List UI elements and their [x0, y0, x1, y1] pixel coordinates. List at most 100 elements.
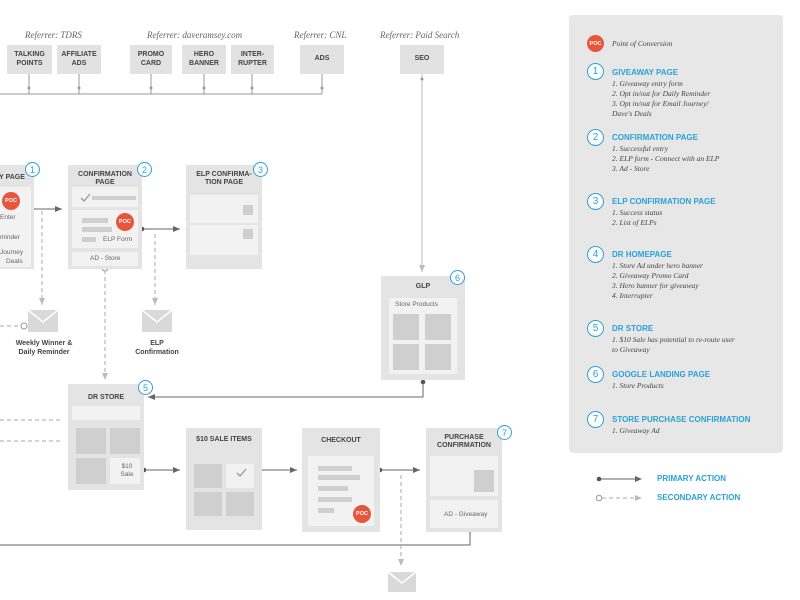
dr-store-title: DR STORE: [87, 394, 125, 401]
checkout-field-3: [318, 486, 348, 491]
confirmation-page-title: CONFIRMATION PAGE: [78, 171, 132, 187]
dr-store-sale-pane: [110, 458, 140, 484]
source-seo: SEO: [400, 45, 444, 74]
primary-action-key-line: [596, 476, 642, 482]
confirmation-success-bar: [92, 196, 136, 200]
checkout-field-1: [318, 466, 352, 471]
referrer-tdrs: Referrer: TDRS: [25, 30, 82, 40]
weekly-winner-email-label: Weekly Winner & Daily Reminder: [15, 340, 73, 356]
legend-head-4: DR HOMEPAGE: [612, 250, 672, 259]
sale-items-card: $10 SALE ITEMS: [186, 428, 262, 530]
sale-item-3: [194, 492, 222, 516]
dr-store-item-3: [76, 458, 106, 484]
confirmation-step-number: 2: [137, 162, 152, 177]
giveaway-row-2: minder: [0, 234, 20, 241]
checkout-title: CHECKOUT: [321, 437, 361, 444]
glp-product-4: [425, 344, 451, 370]
sale-items-title: $10 SALE ITEMS: [196, 436, 252, 443]
legend-item: 1. $10 Sale has potential to re-route us…: [612, 335, 735, 344]
giveaway-row-4: Deals: [6, 258, 23, 265]
sale-item-check-icon: [236, 468, 247, 477]
checkout-poc-badge: POC: [353, 505, 371, 523]
legend-head-7: STORE PURCHASE CONFIRMATION: [612, 415, 751, 424]
elp-status-thumb: [243, 205, 253, 215]
legend-panel: POC Point of Conversion 1 GIVEAWAY PAGE …: [569, 15, 783, 453]
dr-store-item-1: [76, 428, 106, 454]
legend-item: 4. Interrupter: [612, 291, 653, 300]
source-talking-points: TALKING POINTS: [7, 45, 52, 74]
primary-action-key-label: PRIMARY ACTION: [657, 474, 727, 483]
legend-item: 3. Ad - Store: [612, 164, 650, 173]
legend-head-6: GOOGLE LANDING PAGE: [612, 370, 711, 379]
dr-store-card: DR STORE: [68, 384, 144, 490]
sale-item-4: [226, 492, 254, 516]
glp-product-1: [393, 314, 419, 340]
giveaway-row-3: Journey: [0, 249, 24, 256]
source-ads: ADS: [300, 45, 344, 74]
legend-item: 3. Opt in/out for Email Journey/: [612, 99, 709, 108]
dr-store-step-number: 5: [138, 380, 153, 395]
elp-confirmation-card: ELP CONFIRMA-TION PAGE: [186, 165, 262, 269]
legend-item: 1. Giveaway entry form: [612, 79, 683, 88]
source-promo-card: PROMO CARD: [130, 45, 172, 74]
giveaway-step-number: 1: [25, 162, 40, 177]
legend-item: 1. Successful entry: [612, 144, 669, 153]
legend-poc-text: Point of Conversion: [612, 39, 673, 48]
elp-confirmation-step-number: 3: [253, 162, 268, 177]
source-hero-banner: HERO BANNER: [182, 45, 226, 74]
elp-list-thumb: [243, 229, 253, 239]
legend-item: 2. List of ELPs: [612, 218, 657, 227]
legend-item: 2. Opt in/out for Daily Reminder: [612, 89, 711, 98]
legend-poc-badge: POC: [587, 35, 604, 52]
legend-number-3: 3: [587, 193, 604, 210]
elp-form-field-1: [82, 218, 108, 223]
giveaway-page-title: Y PAGE: [0, 174, 25, 181]
legend-item: 2. Giveaway Promo Card: [612, 271, 689, 280]
ad-store-pane: [72, 252, 138, 266]
legend-number-7: 7: [587, 411, 604, 428]
legend-head-2: CONFIRMATION PAGE: [612, 133, 698, 142]
confirmation-poc-badge: POC: [116, 213, 134, 231]
elp-form-label: ELP Form: [103, 236, 133, 243]
dr-store-sale-label: $10 Sale: [120, 463, 134, 479]
glp-step-number: 6: [450, 270, 465, 285]
legend-number-4: 4: [587, 246, 604, 263]
secondary-action-key-label: SECONDARY ACTION: [657, 493, 741, 502]
secondary-action-key-line: [595, 494, 642, 502]
elp-form-field-3: [82, 237, 96, 242]
checkout-field-5: [318, 508, 334, 513]
legend-item: 3. Hero banner for giveaway: [612, 281, 699, 290]
legend-number-2: 2: [587, 129, 604, 146]
giveaway-poc-badge: POC: [2, 192, 20, 210]
legend-number-1: 1: [587, 63, 604, 80]
legend-item: 1. Success status: [612, 208, 663, 217]
legend-item: 1. Store Ad under hero banner: [612, 261, 703, 270]
purchase-success-thumb: [474, 470, 494, 492]
elp-confirmation-email-label: ELP Confirmation: [135, 340, 179, 356]
legend-number-5: 5: [587, 320, 604, 337]
source-affiliate-ads: AFFILIATE ADS: [57, 45, 101, 74]
dr-store-item-2: [110, 428, 140, 454]
checkout-field-2: [318, 475, 360, 480]
elp-confirmation-email-icon: [142, 310, 172, 332]
referrer-cnl: Referrer: CNL: [294, 30, 347, 40]
legend-head-3: ELP CONFIRMATION PAGE: [612, 197, 716, 206]
checkout-field-4: [318, 497, 352, 502]
purchase-confirmation-step-number: 7: [497, 425, 512, 440]
glp-card: GLP Store Products: [381, 276, 465, 380]
elp-form-field-2: [82, 227, 112, 232]
weekly-winner-email-icon: [28, 310, 58, 332]
purchase-confirmation-title: PURCHASE CONFIRMATION: [437, 434, 491, 450]
glp-store-products-label: Store Products: [395, 301, 438, 308]
purchase-ad-label: AD - Giveaway: [444, 511, 488, 518]
sale-item-1: [194, 464, 222, 488]
ad-store-label: AD - Store: [90, 255, 121, 262]
glp-product-2: [425, 314, 451, 340]
legend-item: 1. Giveaway Ad: [612, 426, 660, 435]
source-interrupter: INTER-RUPTER: [231, 45, 274, 74]
legend-item: to Giveaway: [612, 345, 650, 354]
glp-product-3: [393, 344, 419, 370]
legend-item: Dave's Deals: [612, 109, 652, 118]
